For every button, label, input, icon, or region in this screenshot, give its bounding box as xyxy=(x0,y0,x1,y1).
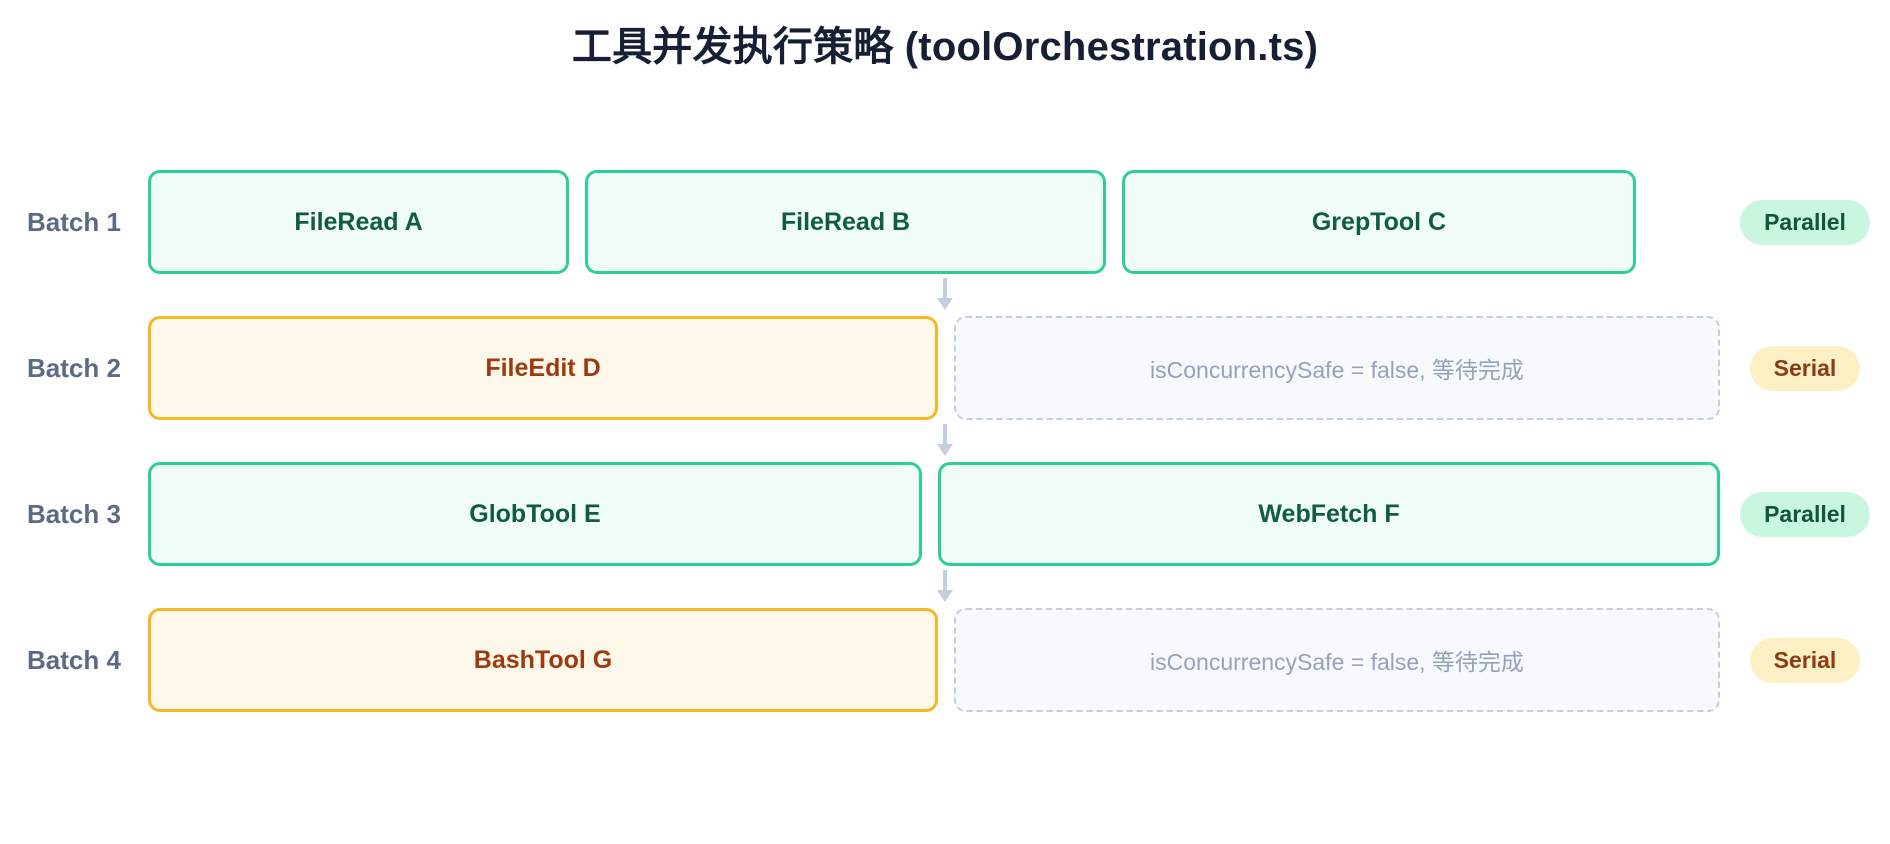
batch-label: Batch 3 xyxy=(27,498,121,529)
tool-box-fileread-a[interactable]: FileRead A xyxy=(148,170,569,274)
batch-label: Batch 1 xyxy=(27,206,121,237)
wait-note-box: isConcurrencySafe = false, 等待完成 xyxy=(954,608,1720,712)
status-badge: Serial xyxy=(1749,345,1861,391)
row-connector-3 xyxy=(0,566,1890,608)
arrow-down-icon xyxy=(937,278,953,310)
arrow-down-icon xyxy=(937,570,953,602)
badge-slot: Parallel xyxy=(1720,491,1890,537)
page-title: 工具并发执行策略 (toolOrchestration.ts) xyxy=(571,25,1319,69)
row-connector-2 xyxy=(0,420,1890,462)
tool-box-bashtool-g[interactable]: BashTool G xyxy=(148,608,938,712)
tool-box-fileedit-d[interactable]: FileEdit D xyxy=(148,316,938,420)
arrow-down-icon xyxy=(937,424,953,456)
tool-box-fileread-b[interactable]: FileRead B xyxy=(585,170,1106,274)
badge-slot: Serial xyxy=(1720,345,1890,391)
wait-note-box: isConcurrencySafe = false, 等待完成 xyxy=(954,316,1720,420)
status-badge: Parallel xyxy=(1740,199,1870,245)
row-connector-1 xyxy=(0,274,1890,316)
badge-slot: Parallel xyxy=(1720,199,1890,245)
status-badge: Parallel xyxy=(1740,491,1870,537)
badge-slot: Serial xyxy=(1720,637,1890,683)
tool-box-globtool-e[interactable]: GlobTool E xyxy=(148,462,922,566)
tool-box-webfetch-f[interactable]: WebFetch F xyxy=(938,462,1720,566)
batch-label: Batch 4 xyxy=(27,644,121,675)
status-badge: Serial xyxy=(1749,637,1861,683)
batch-label: Batch 2 xyxy=(27,352,121,383)
tool-box-greptool-c[interactable]: GrepTool C xyxy=(1122,170,1636,274)
